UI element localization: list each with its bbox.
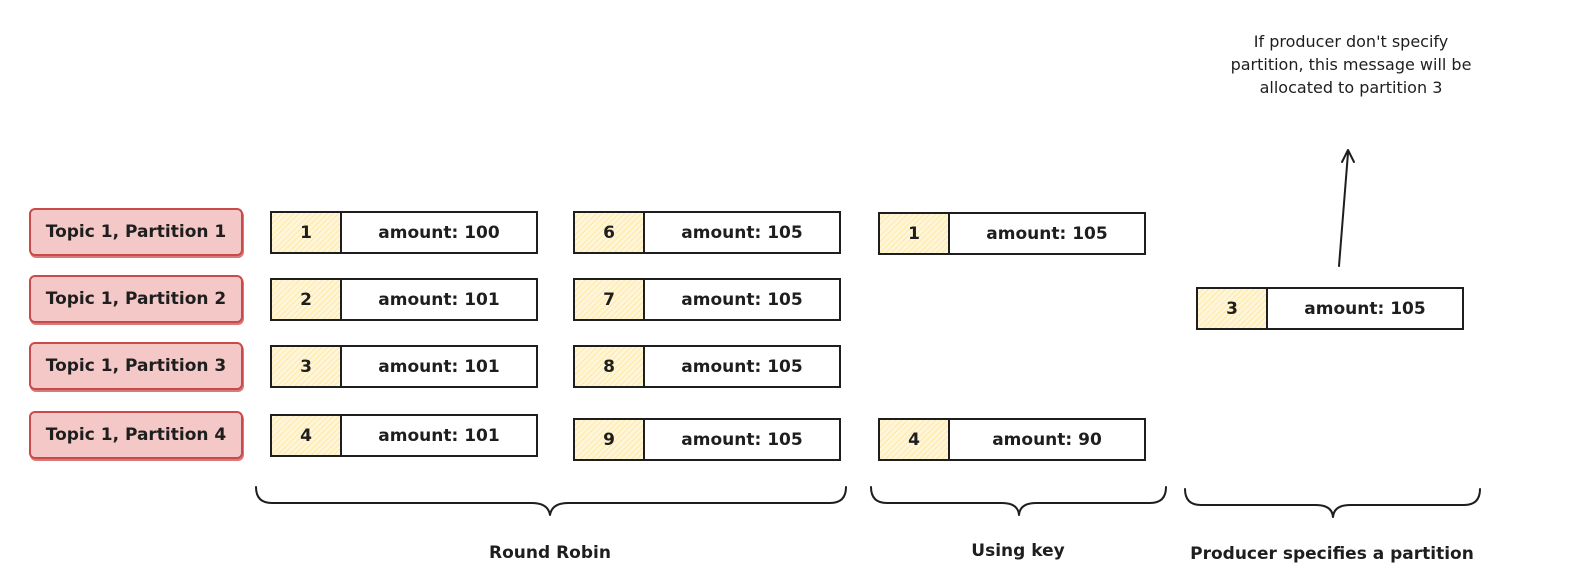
label-producer-partition: Producer specifies a partition <box>1190 544 1474 564</box>
message-amount: amount: 101 <box>378 425 500 446</box>
message-record: 1 amount: 100 <box>270 211 538 254</box>
message-record: 7 amount: 105 <box>573 278 841 321</box>
brace-round-robin <box>255 486 847 516</box>
message-index: 4 <box>272 416 342 455</box>
message-amount: amount: 101 <box>378 356 500 377</box>
message-record: 4 amount: 101 <box>270 414 538 457</box>
brace-using-key <box>870 486 1167 516</box>
message-index: 4 <box>880 420 950 459</box>
partition-box-4: Topic 1, Partition 4 <box>29 411 243 459</box>
arrow-line <box>1338 152 1349 267</box>
message-index: 1 <box>880 214 950 253</box>
message-amount: amount: 105 <box>986 223 1108 244</box>
message-record: 3 amount: 105 <box>1196 287 1464 330</box>
partition-box-3: Topic 1, Partition 3 <box>29 342 243 390</box>
label-round-robin: Round Robin <box>489 543 611 563</box>
message-record: 1 amount: 105 <box>878 212 1146 255</box>
message-amount: amount: 105 <box>681 289 803 310</box>
message-record: 2 amount: 101 <box>270 278 538 321</box>
message-index: 9 <box>575 420 645 459</box>
message-record: 6 amount: 105 <box>573 211 841 254</box>
message-index: 7 <box>575 280 645 319</box>
message-index: 8 <box>575 347 645 386</box>
arrow-head <box>1341 149 1355 163</box>
annotation-note: If producer don't specify partition, thi… <box>1230 32 1472 97</box>
message-index: 1 <box>272 213 342 252</box>
brace-producer <box>1184 488 1481 518</box>
partition-box-2: Topic 1, Partition 2 <box>29 275 243 323</box>
message-index: 3 <box>1198 289 1268 328</box>
message-index: 2 <box>272 280 342 319</box>
message-amount: amount: 105 <box>1304 298 1426 319</box>
message-record: 8 amount: 105 <box>573 345 841 388</box>
message-amount: amount: 101 <box>378 289 500 310</box>
message-index: 6 <box>575 213 645 252</box>
message-record: 3 amount: 101 <box>270 345 538 388</box>
message-record: 4 amount: 90 <box>878 418 1146 461</box>
message-amount: amount: 90 <box>992 429 1102 450</box>
message-amount: amount: 105 <box>681 356 803 377</box>
partition-box-1: Topic 1, Partition 1 <box>29 208 243 256</box>
message-amount: amount: 100 <box>378 222 500 243</box>
message-amount: amount: 105 <box>681 222 803 243</box>
message-amount: amount: 105 <box>681 429 803 450</box>
label-using-key: Using key <box>971 541 1065 561</box>
message-record: 9 amount: 105 <box>573 418 841 461</box>
message-index: 3 <box>272 347 342 386</box>
